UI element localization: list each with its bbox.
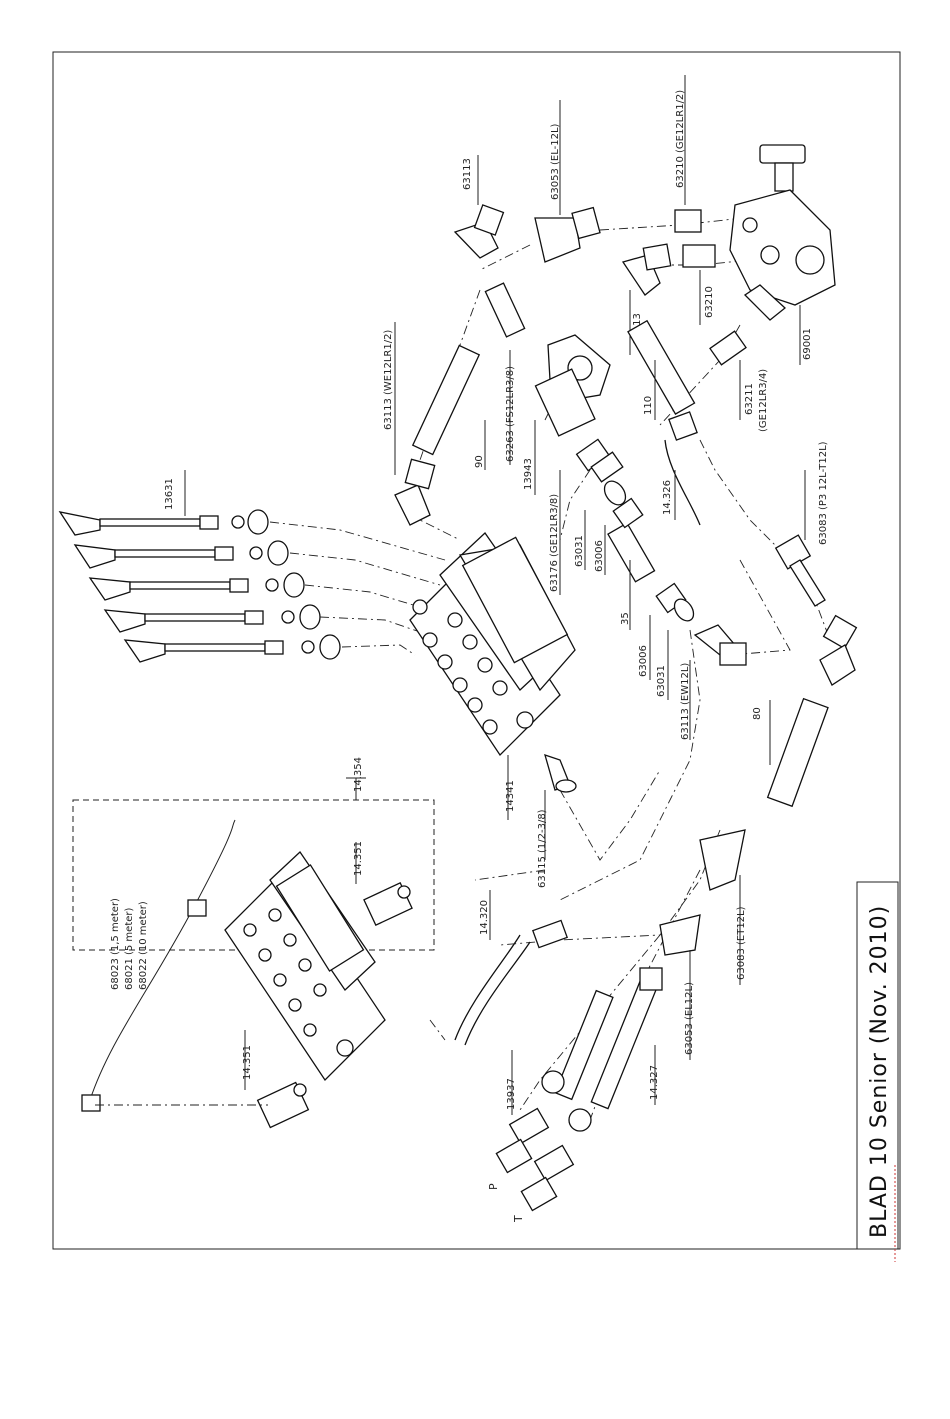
- coupling-13937: 13937 P T: [487, 1050, 575, 1223]
- fitting-63006-b: 63006: [638, 582, 687, 680]
- label-63176: 63176 (GE12LR3/8): [549, 494, 560, 592]
- label-63083-b: 63083 (ET12L): [736, 906, 747, 980]
- inset-solenoid-bottom: 14.351: [242, 1030, 310, 1129]
- fitting-63083-b: 63083 (ET12L): [699, 829, 747, 985]
- label-63263: 63263 (FS12LR3/8): [505, 366, 516, 462]
- label-63006-a: 63006: [594, 540, 605, 572]
- label-63115: 63115 (1/2-3/8): [537, 809, 548, 888]
- label-68023: 68023 (1,5 meter): [110, 898, 121, 990]
- inset-panel: 14.354 14.351 14.351: [72, 757, 435, 1129]
- inset-cable: 68023 (1,5 meter) 68021 (5 meter) 68022 …: [81, 819, 268, 1112]
- main-valve-block: 14341: [409, 532, 576, 820]
- adapter-63115: 63115 (1/2-3/8): [537, 753, 577, 888]
- lever-5: [123, 634, 341, 663]
- hose-14327: 14.327: [541, 967, 663, 1132]
- label-69001: 69001: [802, 328, 813, 360]
- label-14327: 14.327: [649, 1065, 660, 1100]
- fitting-63031-b: 63031: [656, 598, 695, 700]
- tube-35: 35: [607, 522, 656, 630]
- label-63053-b: 63053 (EL12L): [684, 982, 695, 1055]
- label-14341: 14341: [505, 780, 516, 812]
- label-63211: 63211: [744, 383, 755, 415]
- label-63083-a: 63083 (P3 12L-T12L): [818, 441, 829, 545]
- label-13943: 13943: [523, 458, 534, 490]
- label-63006-b: 63006: [638, 645, 649, 677]
- fitting-63083-a: 63083 (P3 12L-T12L): [774, 441, 858, 686]
- label-14351-top: 14.351: [353, 841, 364, 876]
- drawing-frame: [52, 51, 901, 1250]
- label-90: 90: [474, 455, 485, 468]
- fitting-63031-a: 63031: [574, 480, 627, 570]
- label-63113-ew: 63113 (EW12L): [680, 663, 691, 740]
- hose-14320: 14.320: [454, 890, 569, 1046]
- label-63210-top: 63210 (GE12LR1/2): [675, 90, 686, 188]
- label-63113-top: 63113: [462, 158, 473, 190]
- fitting-63113-we: 63113 (WE12LR1/2): [383, 322, 436, 526]
- label-port-p: P: [487, 1183, 500, 1190]
- label-63113-we: 63113 (WE12LR1/2): [383, 330, 394, 430]
- fitting-63210-top: 63210 (GE12LR1/2): [674, 75, 702, 233]
- fitting-63006-a: 63006: [594, 497, 644, 575]
- label-80: 80: [752, 707, 763, 720]
- fitting-63053-b: 63053 (EL12L): [659, 914, 701, 1060]
- fitting-63113-ew: 63113 (EW12L): [680, 624, 747, 740]
- label-13631: 13631: [164, 478, 175, 510]
- label-63053-top: 63053 (EL-12L): [550, 123, 561, 200]
- lever-4: [103, 604, 321, 633]
- control-levers: 13631: [58, 470, 446, 663]
- label-14326: 14.326: [662, 480, 673, 515]
- inset-solenoid-top: 14.351: [353, 841, 413, 927]
- lever-1: [58, 509, 269, 536]
- fitting-63211: 63211 (GE12LR3/4): [709, 330, 769, 432]
- label-110: 110: [643, 396, 654, 415]
- fitting-63113-top: 63113: [453, 155, 505, 259]
- inset-label: 14.354: [353, 757, 364, 792]
- label-14351-bottom: 14.351: [242, 1045, 253, 1080]
- label-14320: 14.320: [479, 900, 490, 935]
- label-63211-sub: (GE12LR3/4): [758, 369, 769, 432]
- label-port-t: T: [512, 1215, 525, 1223]
- fitting-63210-bottom: 63210: [682, 244, 716, 325]
- label-63031-a: 63031: [574, 535, 585, 567]
- fitting-63176: 63176 (GE12LR3/8): [549, 438, 624, 595]
- tube-upper-left: 90: [411, 282, 526, 470]
- title-block: BLAD 10 Senior (Nov. 2010): [856, 881, 899, 1262]
- hose-14326: 14.326: [662, 411, 701, 526]
- fitting-63053-top: 63053 (EL-12L): [534, 100, 601, 263]
- lever-2: [73, 540, 289, 569]
- label-35: 35: [620, 612, 631, 625]
- tube-80: 80: [752, 697, 829, 808]
- lever-3: [88, 572, 305, 601]
- label-68022: 68022 (10 meter): [138, 901, 149, 990]
- label-13937: 13937: [506, 1078, 517, 1110]
- sheet-title: BLAD 10 Senior (Nov. 2010): [867, 905, 892, 1238]
- inset-valve-block: [224, 851, 386, 1082]
- pressure-valve-69001: 69001: [729, 144, 836, 365]
- label-63031-b: 63031: [656, 665, 667, 697]
- label-63210-bottom: 63210: [704, 286, 715, 318]
- label-68021: 68021 (5 meter): [124, 907, 135, 990]
- knob-block-13943: 13943 63263 (FS12LR3/8): [505, 334, 611, 495]
- tube-110: 110: [627, 319, 696, 420]
